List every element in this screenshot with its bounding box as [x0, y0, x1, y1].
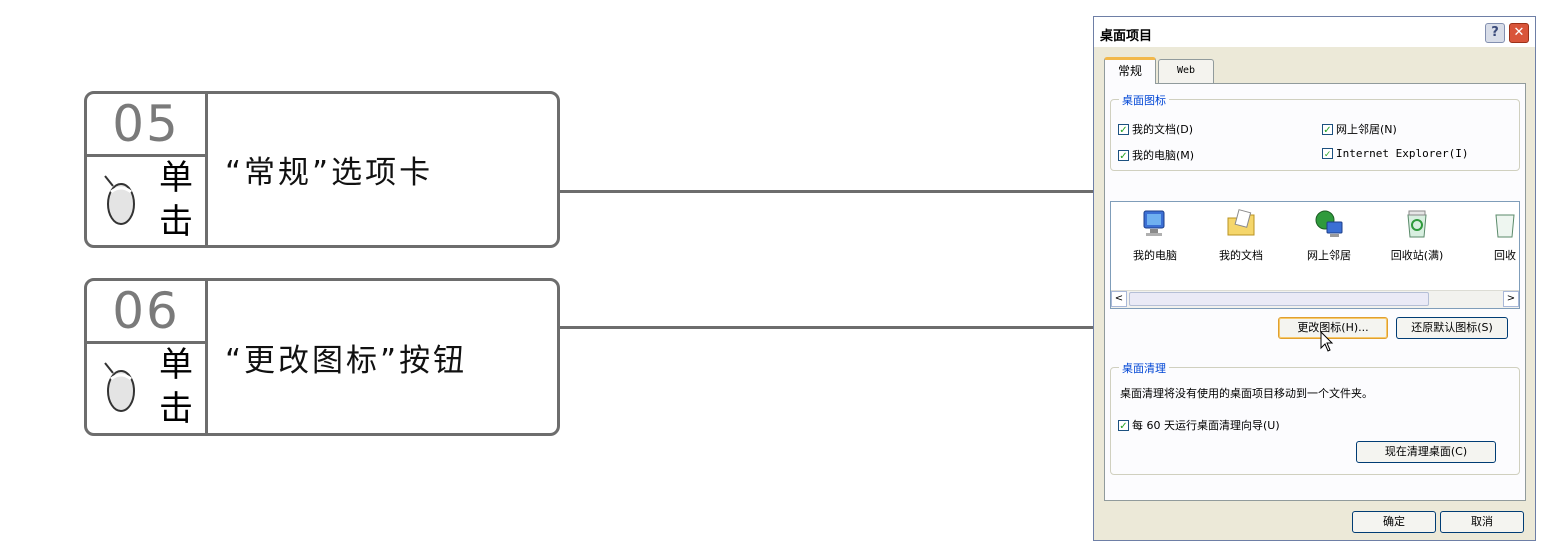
- tab-web[interactable]: Web: [1158, 59, 1214, 83]
- step-action-label: 单击: [159, 158, 193, 242]
- icon-item-my-computer[interactable]: 我的电脑: [1115, 208, 1195, 263]
- callout-step-panel: 06 单击: [87, 281, 208, 433]
- recycle-bin-full-icon: [1407, 210, 1427, 238]
- leader-line-05-horizontal: [560, 190, 1125, 193]
- cancel-button[interactable]: 取消: [1440, 511, 1524, 533]
- mouse-icon: [104, 175, 135, 225]
- step-number: 05: [87, 94, 205, 157]
- checkbox-label: 我的电脑(M): [1132, 149, 1195, 162]
- desktop-cleanup-group: 桌面清理: [1110, 360, 1520, 475]
- close-button[interactable]: ✕: [1509, 23, 1529, 43]
- callout-step-05: 05 单击 “常规”选项卡: [84, 91, 560, 248]
- desktop-items-dialog: 桌面项目 ? ✕ 常规 Web 桌面图标 ✓ 我的文档(D) ✓ 网上邻居(N)…: [1093, 16, 1536, 541]
- checkbox-label: Internet Explorer(I): [1336, 147, 1469, 160]
- scroll-left-button[interactable]: <: [1111, 291, 1127, 307]
- scroll-thumb[interactable]: [1129, 292, 1429, 306]
- checkbox-label: 每 60 天运行桌面清理向导(U): [1132, 419, 1280, 432]
- desktop-icon-list[interactable]: 我的电脑 我的文档 网上邻居 回收站(满): [1110, 201, 1520, 309]
- scroll-right-button[interactable]: >: [1503, 291, 1519, 307]
- icon-item-network-places[interactable]: 网上邻居: [1289, 208, 1369, 263]
- step-number: 06: [87, 281, 205, 344]
- checkbox-network-places[interactable]: ✓ 网上邻居(N): [1322, 121, 1397, 137]
- checkbox-my-computer[interactable]: ✓ 我的电脑(M): [1118, 147, 1194, 163]
- leader-line-06-horizontal: [560, 326, 1272, 329]
- icon-item-recycle-bin-full[interactable]: 回收站(满): [1377, 208, 1457, 263]
- callout-step-06: 06 单击 “更改图标”按钮: [84, 278, 560, 436]
- network-places-icon: [1315, 210, 1343, 237]
- cleanup-description: 桌面清理将没有使用的桌面项目移动到一个文件夹。: [1120, 387, 1373, 400]
- mouse-cursor-icon: [1320, 331, 1334, 352]
- checkbox-checked-icon: ✓: [1322, 148, 1333, 160]
- checkbox-label: 网上邻居(N): [1336, 123, 1397, 136]
- dialog-titlebar[interactable]: 桌面项目 ? ✕: [1094, 17, 1535, 47]
- checkbox-checked-icon: ✓: [1118, 149, 1129, 162]
- checkbox-cleanup-wizard[interactable]: ✓ 每 60 天运行桌面清理向导(U): [1118, 417, 1280, 433]
- desktop-icons-group: 桌面图标: [1110, 92, 1520, 171]
- step-instruction: “常规”选项卡: [225, 155, 434, 191]
- step-instruction: “更改图标”按钮: [225, 342, 468, 379]
- checkbox-internet-explorer[interactable]: ✓ Internet Explorer(I): [1322, 147, 1468, 160]
- icon-label: 我的文档: [1219, 249, 1263, 262]
- icon-label: 网上邻居: [1307, 249, 1351, 262]
- restore-default-icon-button[interactable]: 还原默认图标(S): [1396, 317, 1508, 339]
- icon-item-my-documents[interactable]: 我的文档: [1201, 208, 1281, 263]
- checkbox-checked-icon: ✓: [1322, 123, 1333, 136]
- ok-button[interactable]: 确定: [1352, 511, 1436, 533]
- checkbox-my-documents[interactable]: ✓ 我的文档(D): [1118, 121, 1193, 137]
- icon-label: 回收站(满): [1390, 249, 1444, 262]
- step-action-label: 单击: [159, 345, 193, 429]
- dialog-title: 桌面项目: [1100, 29, 1153, 44]
- documents-folder-icon: [1227, 209, 1255, 236]
- tab-general[interactable]: 常规: [1104, 57, 1156, 84]
- icon-label: 我的电脑: [1133, 249, 1177, 262]
- icon-item-recycle-bin-empty[interactable]: 回收: [1465, 208, 1519, 263]
- checkbox-checked-icon: ✓: [1118, 419, 1129, 432]
- icon-label: 回收: [1494, 249, 1516, 262]
- computer-icon: [1143, 210, 1165, 236]
- checkbox-checked-icon: ✓: [1118, 123, 1129, 136]
- recycle-bin-empty-icon: [1495, 214, 1515, 238]
- group-label: 桌面清理: [1119, 360, 1169, 376]
- clean-desktop-now-button[interactable]: 现在清理桌面(C): [1356, 441, 1496, 463]
- mouse-icon: [104, 362, 135, 412]
- change-icon-button[interactable]: 更改图标(H)...: [1278, 317, 1388, 339]
- callout-step-panel: 05 单击: [87, 94, 208, 245]
- horizontal-scrollbar[interactable]: < >: [1111, 290, 1519, 308]
- help-button[interactable]: ?: [1485, 23, 1505, 43]
- group-label: 桌面图标: [1119, 92, 1169, 108]
- checkbox-label: 我的文档(D): [1132, 123, 1194, 136]
